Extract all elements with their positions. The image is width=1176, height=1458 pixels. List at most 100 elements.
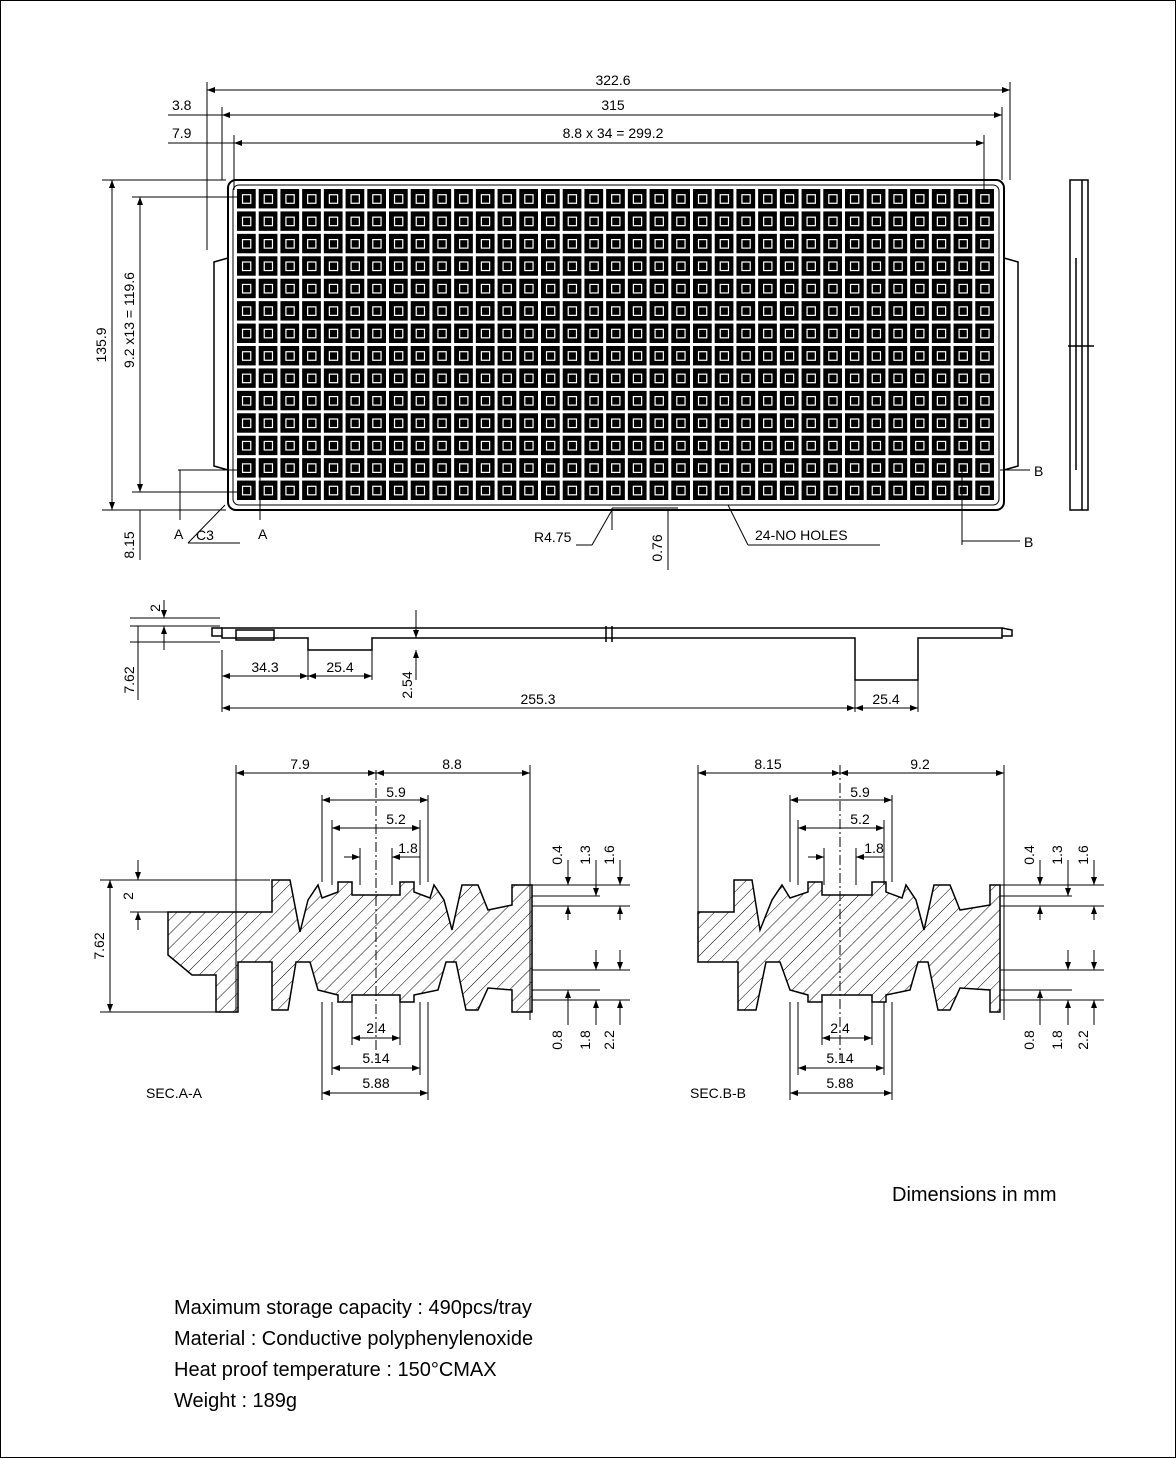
pocket <box>280 323 300 343</box>
pocket-center <box>263 261 274 272</box>
pocket-center <box>480 261 491 272</box>
pocket <box>367 301 386 321</box>
pocket-center <box>632 328 643 339</box>
pocket-center <box>980 194 990 204</box>
pocket <box>953 346 973 366</box>
pocket <box>823 233 842 254</box>
pocket-center <box>241 463 252 473</box>
dim-corner-chamfer: C3 <box>196 527 214 543</box>
pocket-center <box>285 373 295 384</box>
pocket-center <box>697 395 708 406</box>
pocket <box>497 278 517 299</box>
pocket-center <box>828 306 838 316</box>
pocket <box>389 390 408 411</box>
pocket <box>714 323 734 343</box>
pocket <box>584 211 604 231</box>
pocket-center <box>307 351 317 361</box>
pocket-center <box>545 418 556 429</box>
pocket-center <box>980 440 990 451</box>
pocket-center <box>719 216 730 227</box>
pocket-center <box>567 485 578 496</box>
pocket <box>888 480 908 500</box>
pocket-center <box>632 283 643 294</box>
pocket-center <box>697 216 708 227</box>
pocket <box>323 413 343 433</box>
pocket <box>627 301 647 321</box>
pocket-center <box>980 485 990 496</box>
sec-b-dim-b2: 5.14 <box>826 1050 853 1066</box>
pocket-center <box>654 463 664 473</box>
pocket <box>280 233 300 254</box>
pocket-center <box>893 216 903 227</box>
pocket <box>519 323 538 343</box>
pocket <box>323 211 343 231</box>
pocket <box>931 346 951 366</box>
pocket <box>801 368 821 388</box>
sec-a-dim-b1: 2.4 <box>366 1020 386 1036</box>
pocket-center <box>806 485 816 496</box>
pocket <box>584 368 604 388</box>
pocket-center <box>958 194 968 204</box>
pocket-center <box>437 261 447 272</box>
pocket <box>693 458 712 478</box>
pocket-center <box>611 216 621 227</box>
pocket-center <box>372 216 382 227</box>
pocket <box>280 211 300 231</box>
pocket <box>345 189 365 209</box>
pocket-center <box>784 194 795 204</box>
pocket-center <box>741 216 751 227</box>
sec-a-dim-d2: 1.3 <box>577 845 593 865</box>
pocket-center <box>763 485 773 496</box>
pocket-center <box>871 328 882 339</box>
pocket-center <box>632 373 643 384</box>
pocket-center <box>589 463 599 473</box>
pocket-center <box>437 485 447 496</box>
pocket-center <box>502 261 512 272</box>
pocket-center <box>849 283 860 294</box>
pocket <box>823 458 842 478</box>
pocket <box>541 256 560 276</box>
pocket <box>931 480 951 500</box>
pocket <box>323 368 343 388</box>
pocket-center <box>502 216 512 227</box>
pocket-center <box>806 261 816 272</box>
pocket <box>801 390 821 411</box>
pocket <box>497 413 517 433</box>
pocket-center <box>828 418 838 429</box>
pocket-center <box>849 440 860 451</box>
pocket <box>801 189 821 209</box>
pocket <box>888 256 908 276</box>
pocket-center <box>589 485 599 496</box>
pocket-center <box>828 194 838 204</box>
pocket-center <box>763 216 773 227</box>
pocket <box>953 278 973 299</box>
pocket <box>389 458 408 478</box>
pocket <box>497 323 517 343</box>
pocket <box>801 435 821 456</box>
pocket <box>606 346 625 366</box>
pocket <box>779 458 799 478</box>
pocket <box>367 211 386 231</box>
pocket-center <box>459 351 469 361</box>
pocket <box>410 211 430 231</box>
pocket-center <box>958 216 968 227</box>
pocket-center <box>372 418 382 429</box>
pocket-center <box>958 306 968 316</box>
pocket <box>541 211 560 231</box>
dim-radius: R4.75 <box>534 529 572 545</box>
pocket-center <box>719 485 730 496</box>
pocket-center <box>437 328 447 339</box>
pocket-center <box>980 351 990 361</box>
pocket-center <box>676 216 686 227</box>
pocket-center <box>936 261 947 272</box>
pocket <box>671 346 690 366</box>
pocket-center <box>393 395 404 406</box>
pocket <box>693 233 712 254</box>
pocket-center <box>806 351 816 361</box>
pocket-center <box>459 283 469 294</box>
pocket <box>541 435 560 456</box>
pocket <box>866 233 886 254</box>
pocket-center <box>893 194 903 204</box>
pocket <box>953 233 973 254</box>
pocket-center <box>350 261 360 272</box>
